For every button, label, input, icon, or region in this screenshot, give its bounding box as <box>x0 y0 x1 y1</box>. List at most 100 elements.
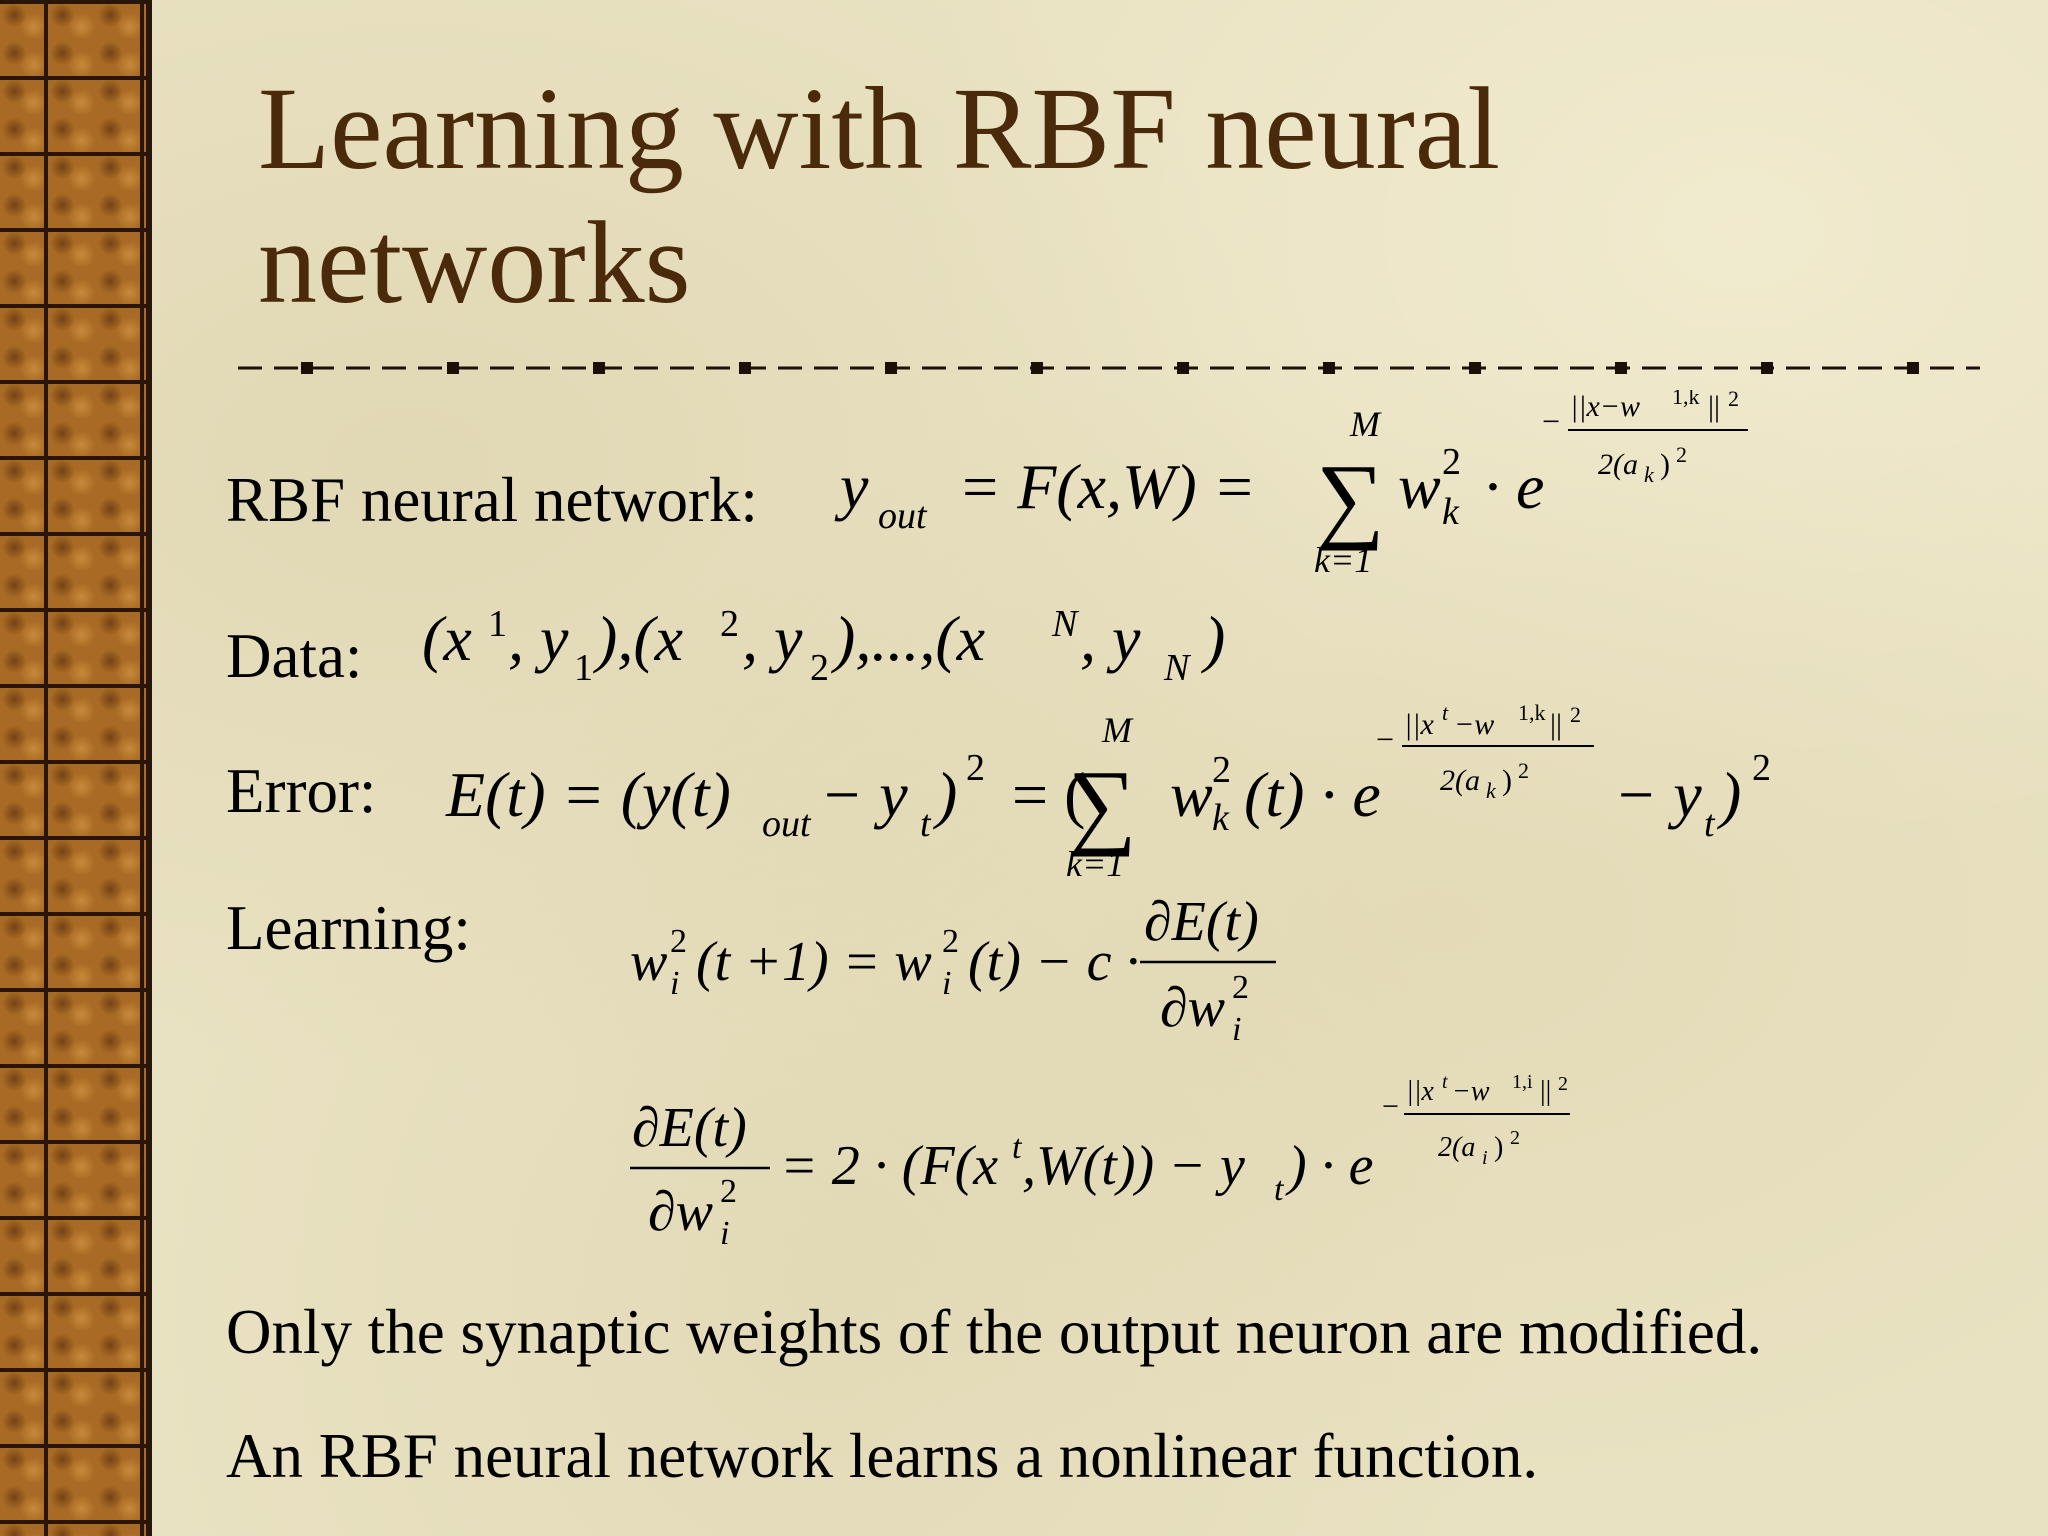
exp-den-end: ) <box>1660 448 1670 481</box>
slide-title: Learning with RBF neural networks <box>258 62 1958 330</box>
gradient-equation: ∂E(t) ∂w 2 i = 2 · (F(x t ,W(t)) − y t )… <box>630 1071 1570 1252</box>
eq-y: y <box>834 451 869 522</box>
svg-text:i: i <box>942 965 951 1002</box>
svg-text:,W(t)) − y: ,W(t)) − y <box>1022 1135 1245 1197</box>
svg-text:t: t <box>1704 803 1716 845</box>
svg-text:1: 1 <box>488 603 507 645</box>
eq-y-out: out <box>878 495 928 537</box>
svg-text:2: 2 <box>1570 702 1581 727</box>
svg-text:1: 1 <box>574 647 593 689</box>
svg-text:t: t <box>1274 1171 1285 1208</box>
svg-text:(x: (x <box>422 603 472 674</box>
svg-text:(t) · e: (t) · e <box>1244 759 1381 830</box>
label-data: Data: <box>226 621 363 691</box>
svg-text:w: w <box>1170 759 1213 830</box>
svg-text:2: 2 <box>942 923 959 960</box>
svg-text:||: || <box>1550 708 1562 741</box>
svg-text:N: N <box>1163 647 1192 689</box>
exp-den-sub: k <box>1644 462 1655 487</box>
svg-text:): ) <box>1200 603 1225 674</box>
sum-top: M <box>1349 404 1382 444</box>
label-rbf-network: RBF neural network: <box>226 465 758 535</box>
sum-bottom: k=1 <box>1314 540 1372 580</box>
svg-text:w: w <box>630 931 667 993</box>
svg-text:M: M <box>1101 710 1134 750</box>
svg-text:= 2 · (F(x: = 2 · (F(x <box>780 1135 998 1197</box>
svg-text:∂w: ∂w <box>648 1181 713 1243</box>
svg-text:i: i <box>670 965 679 1002</box>
svg-text:, y: , y <box>1080 603 1141 674</box>
svg-text:∂w: ∂w <box>1160 977 1225 1039</box>
svg-text:2: 2 <box>720 603 739 645</box>
eq-dot-e: · e <box>1484 451 1544 522</box>
statement-weights-modified: Only the synaptic weights of the output … <box>226 1297 1763 1367</box>
svg-text:) · e: ) · e <box>1285 1135 1374 1197</box>
svg-text:−w: −w <box>1454 708 1494 741</box>
svg-text:),...,(x: ),...,(x <box>830 603 985 674</box>
exp-minus: − <box>1542 403 1560 439</box>
dashed-divider <box>238 362 1980 374</box>
eq-w-sub: k <box>1442 491 1460 533</box>
svg-text:),(x: ),(x <box>592 603 683 674</box>
exp-num-sup: 1,k <box>1672 390 1700 409</box>
svg-text:∑: ∑ <box>1068 750 1136 857</box>
sum-symbol: ∑ <box>1316 444 1384 551</box>
svg-text:i: i <box>720 1215 729 1252</box>
svg-text:out: out <box>762 803 812 845</box>
svg-text:1,k: 1,k <box>1518 700 1546 725</box>
eq-w: w <box>1398 451 1441 522</box>
eq-w-sup: 2 <box>1442 441 1461 483</box>
svg-text:||x: ||x <box>1406 1076 1434 1107</box>
svg-text:2: 2 <box>1232 969 1249 1006</box>
svg-text:= (: = ( <box>1012 759 1085 830</box>
exp-num-sq: 2 <box>1728 390 1739 411</box>
svg-text:∂E(t): ∂E(t) <box>632 1097 747 1159</box>
svg-text:−w: −w <box>1452 1076 1490 1107</box>
data-equation: (x 1 , y 1 ),(x 2 , y 2 ),...,(x N , y N… <box>422 603 1225 689</box>
exp-den-sq: 2 <box>1676 442 1687 467</box>
svg-text:2: 2 <box>1212 749 1231 791</box>
svg-text:i: i <box>1232 1011 1241 1048</box>
svg-text:2(a: 2(a <box>1438 1132 1475 1163</box>
svg-text:1,i: 1,i <box>1512 1071 1533 1093</box>
svg-text:−: − <box>1382 1090 1399 1123</box>
svg-text:(t) − c ·: (t) − c · <box>968 931 1140 993</box>
label-error: Error: <box>226 756 377 826</box>
svg-text:||x: ||x <box>1404 708 1434 741</box>
label-learning: Learning: <box>226 893 471 963</box>
svg-text:2: 2 <box>670 923 687 960</box>
svg-text:2: 2 <box>1518 758 1529 783</box>
svg-text:2: 2 <box>966 747 985 789</box>
statement-nonlinear-function: An RBF neural network learns a nonlinear… <box>226 1421 1539 1491</box>
rbf-equation: y out = F(x,W) = M ∑ k=1 w 2 k · e − ||x… <box>834 390 1748 580</box>
svg-text:− y: − y <box>1614 759 1702 830</box>
svg-text:2: 2 <box>1752 747 1771 789</box>
svg-text:k: k <box>1212 797 1230 839</box>
svg-text:2: 2 <box>1510 1127 1520 1149</box>
svg-text:i: i <box>1482 1147 1488 1169</box>
title-line-2: networks <box>258 197 691 328</box>
svg-text:2: 2 <box>1558 1073 1568 1095</box>
svg-text:−: − <box>1376 721 1394 757</box>
svg-text:(t +1) = w: (t +1) = w <box>696 931 932 993</box>
eq-F: = F(x,W) = <box>958 451 1256 522</box>
svg-text:, y: , y <box>508 603 569 674</box>
svg-text:t: t <box>1442 700 1449 725</box>
exp-num-end: || <box>1708 390 1720 423</box>
error-equation: E(t) = (y(t) out − y t ) 2 = ( M ∑ k=1 w… <box>445 700 1771 880</box>
svg-text:2: 2 <box>720 1173 737 1210</box>
svg-text:2: 2 <box>810 647 829 689</box>
svg-text:k: k <box>1486 778 1497 803</box>
svg-text:||: || <box>1540 1076 1551 1107</box>
svg-text:− y: − y <box>820 759 908 830</box>
title-line-1: Learning with RBF neural <box>258 63 1501 194</box>
svg-text:E(t) = (y(t): E(t) = (y(t) <box>445 759 731 830</box>
exp-num: ||x−w <box>1570 390 1640 423</box>
svg-text:): ) <box>1502 764 1512 797</box>
decorative-side-strip <box>0 0 152 1536</box>
svg-text:t: t <box>920 803 932 845</box>
svg-text:2(a: 2(a <box>1440 764 1480 797</box>
svg-text:t: t <box>1442 1071 1448 1093</box>
svg-text:t: t <box>1012 1129 1023 1166</box>
side-strip-border <box>146 0 152 1536</box>
